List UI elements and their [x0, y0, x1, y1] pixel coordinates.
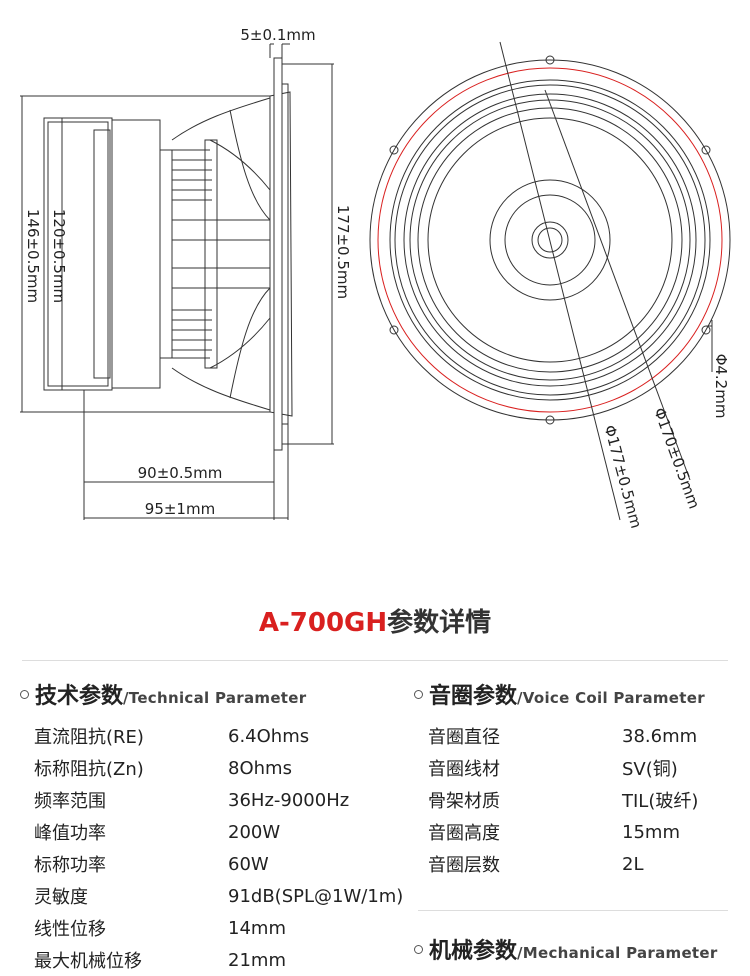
parameter-name: 峰值功率 — [34, 823, 106, 844]
bullet-circle-icon — [20, 690, 29, 699]
speaker-front-view — [369, 41, 731, 521]
parameter-value: 14mm — [228, 917, 286, 939]
parameter-row: 频率范围 36Hz-9000Hz — [34, 784, 410, 816]
dim-overall-height: 177±0.5mm — [334, 205, 352, 299]
parameter-value: 200W — [228, 821, 281, 843]
parameter-value: SV(铜) — [622, 759, 678, 780]
section-divider — [418, 910, 728, 911]
parameter-name: 标称功率 — [34, 855, 106, 876]
title-divider — [22, 660, 728, 661]
bullet-circle-icon — [414, 945, 423, 954]
parameter-name: 音圈线材 — [428, 759, 500, 780]
parameter-name: 线性位移 — [34, 919, 106, 940]
parameter-row: 骨架材质 TIL(玻纤) — [428, 784, 744, 816]
dim-hole-diameter: Φ4.2mm — [712, 354, 730, 419]
parameter-name: 频率范围 — [34, 791, 106, 812]
parameter-value: 21mm — [228, 949, 286, 971]
bullet-circle-icon — [414, 690, 423, 699]
parameter-value: TIL(玻纤) — [622, 791, 699, 812]
dim-outer-diameter: Φ177±0.5mm — [600, 423, 645, 530]
parameter-row: 峰值功率 200W — [34, 816, 410, 848]
parameter-row: 音圈直径 38.6mm — [428, 720, 744, 752]
dim-depth-to-flange: 90±0.5mm — [138, 464, 223, 482]
technical-parameter-section: 技术参数 /Technical Parameter 直流阻抗(RE) 6.4Ohm… — [20, 678, 410, 976]
heading-cn: 机械参数 — [429, 939, 518, 964]
parameter-row: 线性位移 14mm — [34, 912, 410, 944]
speaker-side-view — [20, 43, 334, 520]
parameter-name: 最大机械位移 — [34, 951, 142, 972]
parameter-row: 标称阻抗(Zn) 8Ohms — [34, 752, 410, 784]
mechanical-parameter-section: 机械参数 /Mechanical Parameter — [414, 933, 744, 965]
voice-coil-parameter-heading: 音圈参数 /Voice Coil Parameter — [414, 678, 744, 710]
parameter-name: 音圈直径 — [428, 727, 500, 748]
parameter-value: 38.6mm — [622, 725, 698, 747]
heading-cn: 技术参数 — [35, 684, 124, 709]
parameter-value: 6.4Ohms — [228, 725, 310, 747]
parameter-row: 直流阻抗(RE) 6.4Ohms — [34, 720, 410, 752]
voice-coil-parameter-section: 音圈参数 /Voice Coil Parameter 音圈直径 38.6mm 音圈线… — [414, 678, 744, 880]
title-suffix: 参数详情 — [387, 608, 492, 638]
parameter-name: 骨架材质 — [428, 791, 500, 812]
parameter-row: 音圈线材 SV(铜) — [428, 752, 744, 784]
technical-parameter-heading: 技术参数 /Technical Parameter — [20, 678, 410, 710]
parameter-row: 最大机械位移 21mm — [34, 944, 410, 976]
parameter-name: 音圈层数 — [428, 855, 500, 876]
parameter-row: 音圈高度 15mm — [428, 816, 744, 848]
dim-total-depth: 95±1mm — [145, 500, 215, 518]
technical-parameter-list: 直流阻抗(RE) 6.4Ohms 标称阻抗(Zn) 8Ohms 频率范围 36Hz-900… — [20, 720, 410, 976]
speaker-technical-drawing: 5±0.1mm 146±0.5mm 120±0.5mm 177±0.5mm 90… — [20, 26, 731, 530]
dim-magnet-diameter: 120±0.5mm — [50, 209, 68, 303]
heading-cn: 音圈参数 — [429, 684, 518, 709]
page-title: A-700GH参数详情 — [0, 602, 750, 639]
parameter-value: 2L — [622, 853, 644, 875]
dim-frame-depth-back: 146±0.5mm — [24, 209, 42, 303]
parameter-row: 灵敏度 91dB(SPL@1W/1m) — [34, 880, 410, 912]
parameter-name: 音圈高度 — [428, 823, 500, 844]
dim-bolt-circle: Φ170±0.5mm — [650, 405, 703, 511]
parameter-value: 15mm — [622, 821, 680, 843]
parameter-name: 标称阻抗(Zn) — [34, 759, 144, 780]
parameter-value: 60W — [228, 853, 269, 875]
parameter-name: 直流阻抗(RE) — [34, 727, 144, 748]
heading-en: /Voice Coil Parameter — [517, 689, 705, 707]
parameter-row: 音圈层数 2L — [428, 848, 744, 880]
heading-en: /Technical Parameter — [123, 689, 307, 707]
heading-en: /Mechanical Parameter — [517, 944, 718, 962]
parameter-row: 标称功率 60W — [34, 848, 410, 880]
parameter-value: 8Ohms — [228, 757, 292, 779]
mechanical-parameter-heading: 机械参数 /Mechanical Parameter — [414, 933, 744, 965]
model-name: A-700GH — [258, 608, 388, 638]
parameter-value: 36Hz-9000Hz — [228, 789, 350, 811]
parameter-value: 91dB(SPL@1W/1m) — [228, 885, 404, 907]
dim-flange-thickness: 5±0.1mm — [240, 26, 315, 44]
parameter-name: 灵敏度 — [34, 887, 88, 908]
